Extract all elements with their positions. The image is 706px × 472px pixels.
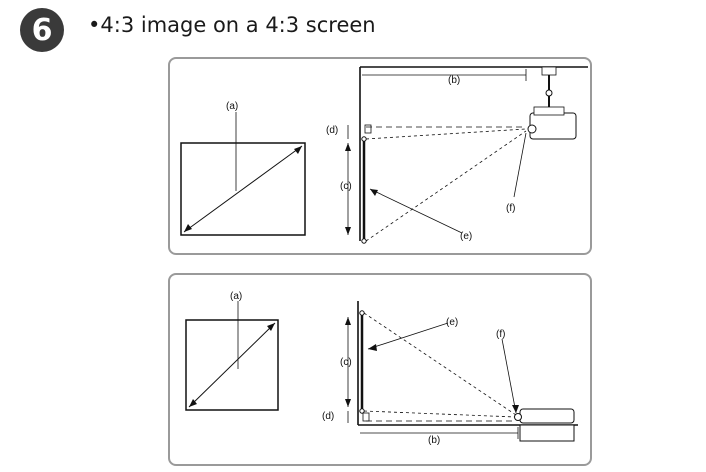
image-diagonal: [183, 145, 303, 233]
label-b: (b): [428, 435, 440, 446]
ceiling-mount-svg: (a) (b) (c) (d) (e): [180, 66, 588, 244]
projector-table-stand: [519, 424, 575, 442]
label-f-leader: [513, 132, 527, 198]
height-c-arrow-bottom: [345, 227, 351, 235]
height-c-arrow-top: [345, 317, 351, 325]
screen-bottom-marker: [361, 238, 367, 244]
label-d: (d): [322, 411, 334, 422]
label-a: (a): [230, 291, 242, 302]
step-number: 6: [31, 12, 53, 48]
diagonal-arrow-tail: [189, 399, 197, 407]
projector-lens: [514, 413, 522, 421]
projector-bracket: [533, 106, 565, 116]
offset-marker: [364, 124, 372, 134]
table-mount-diagram: (a) (c) (d) (b) (e) (f): [168, 273, 592, 466]
page-title: •4:3 image on a 4:3 screen: [88, 13, 376, 37]
screen-bottom-marker: [359, 408, 365, 414]
label-f: (f): [506, 203, 515, 214]
label-e-arrow: [370, 189, 378, 196]
diagonal-arrow-head: [294, 146, 302, 154]
height-c-arrow-bottom: [345, 399, 351, 407]
table-mount-svg: (a) (c) (d) (b) (e) (f): [185, 291, 578, 446]
label-b: (b): [448, 75, 460, 86]
label-c: (c): [340, 357, 352, 368]
ray-top: [365, 128, 527, 140]
projector-lens: [527, 124, 537, 134]
projector-table: [519, 408, 575, 424]
screen-top-marker: [361, 136, 367, 142]
label-e: (e): [446, 317, 458, 328]
ray-top: [363, 312, 517, 416]
label-f-arrow: [512, 405, 519, 413]
label-d: (d): [326, 125, 338, 136]
mount-joint: [545, 89, 553, 97]
image-size-frame: [185, 319, 279, 411]
label-c: (c): [340, 181, 352, 192]
label-e-leader: [369, 188, 463, 234]
ray-bottom: [363, 410, 517, 418]
diagonal-arrow-tail: [184, 224, 192, 232]
screen-top-marker: [359, 310, 365, 316]
label-f-leader: [501, 338, 517, 414]
label-e-leader: [367, 322, 449, 350]
offset-marker: [362, 412, 370, 422]
ceiling-mount-diagram: (a) (b) (c) (d) (e): [168, 57, 592, 255]
image-size-frame: [180, 142, 306, 236]
label-e: (e): [460, 231, 472, 242]
ceiling-mount-plate: [541, 66, 557, 76]
label-e-arrow: [368, 344, 377, 351]
projector-ceiling: [529, 112, 577, 140]
height-c-arrow-top: [345, 143, 351, 151]
diagonal-arrow-head: [267, 323, 275, 331]
step-number-badge: 6: [20, 8, 64, 52]
label-a: (a): [226, 101, 238, 112]
ray-bottom: [365, 130, 527, 242]
image-diagonal: [188, 322, 276, 408]
label-f: (f): [496, 329, 505, 340]
